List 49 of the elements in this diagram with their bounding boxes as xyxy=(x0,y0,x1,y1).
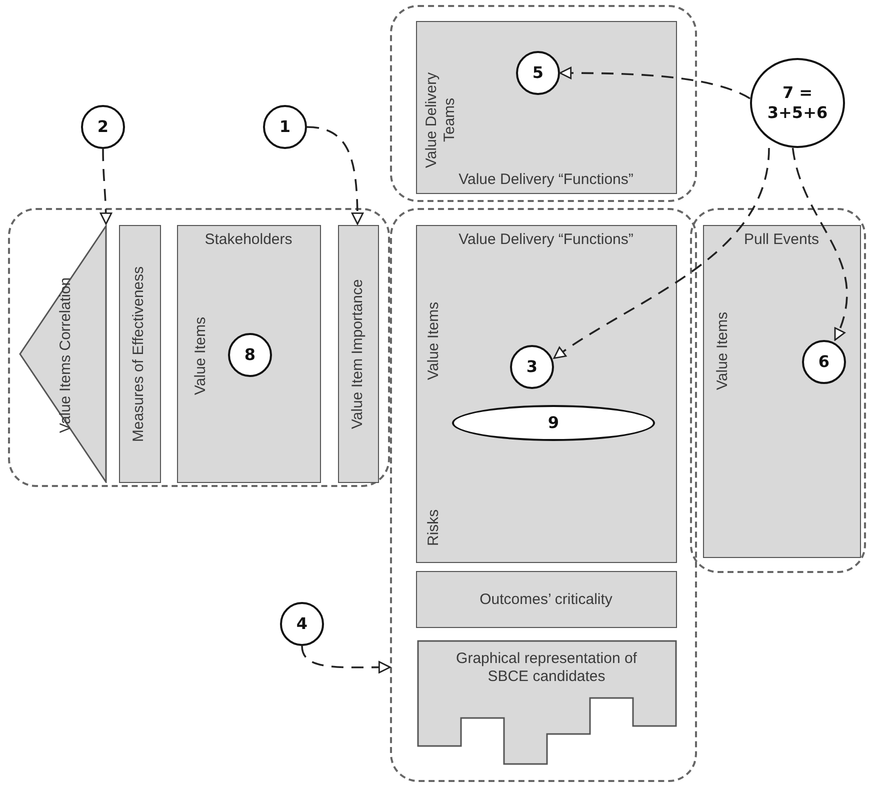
callout-circle xyxy=(516,51,560,95)
panel-label: Stakeholders xyxy=(204,230,294,248)
panel-label: Value Delivery “Functions” xyxy=(458,170,634,188)
callout-number: 3 xyxy=(526,357,538,377)
correlation-triangle xyxy=(18,224,106,482)
callout-number: 6 xyxy=(818,352,830,372)
matrix-panel xyxy=(416,570,676,628)
callout-circle xyxy=(228,333,272,377)
panel-label: Value Delivery Teams xyxy=(422,70,458,170)
panel-label: Measures of Effectiveness xyxy=(130,264,148,444)
candidates-chart-panel xyxy=(416,640,676,764)
dashed-arrow xyxy=(553,148,770,359)
dashed-region xyxy=(390,5,697,202)
dashed-arrow xyxy=(559,66,750,100)
matrix-panel xyxy=(416,20,676,194)
panel-label: Value Items Correlation xyxy=(56,276,74,434)
callout-number: 2 xyxy=(97,117,109,137)
panel-label: Graphical representation of SBCE candidates xyxy=(455,650,638,686)
matrix-panel xyxy=(338,224,378,482)
dashed-region xyxy=(390,208,697,782)
callout-circle xyxy=(263,105,307,149)
panel-label: Risks xyxy=(424,508,442,548)
callout-circle xyxy=(510,345,554,389)
dashed-arrow xyxy=(100,149,112,225)
callout-circle xyxy=(802,340,846,384)
panel-label: Value Item Importance xyxy=(348,278,366,431)
matrix-panel xyxy=(176,224,320,482)
callout-number: 7 = 3+5+6 xyxy=(766,83,828,123)
callout-circle xyxy=(81,105,125,149)
panel-label: Value Delivery “Functions” xyxy=(458,230,634,248)
dashed-region xyxy=(690,208,866,573)
dashed-arrow xyxy=(792,148,848,341)
callout-number: 5 xyxy=(532,63,544,83)
dashed-region xyxy=(8,208,390,487)
matrix-panel xyxy=(118,224,160,482)
matrix-panel xyxy=(416,224,676,562)
dashed-arrow xyxy=(306,126,364,225)
panel-label: Value Items xyxy=(714,310,732,392)
dashed-arrow xyxy=(301,646,391,674)
callout-number: 1 xyxy=(279,117,291,137)
callout-number: 8 xyxy=(244,345,256,365)
panel-label: Outcomes’ criticality xyxy=(478,590,614,608)
callout-number: 4 xyxy=(296,614,308,634)
panel-label: Value Items xyxy=(424,300,442,382)
matrix-panel xyxy=(702,224,860,558)
callout-number: 9 xyxy=(548,413,560,433)
panel-label: Pull Events xyxy=(742,230,820,248)
callout-circle xyxy=(280,602,324,646)
panel-label: Value Items xyxy=(192,315,210,397)
